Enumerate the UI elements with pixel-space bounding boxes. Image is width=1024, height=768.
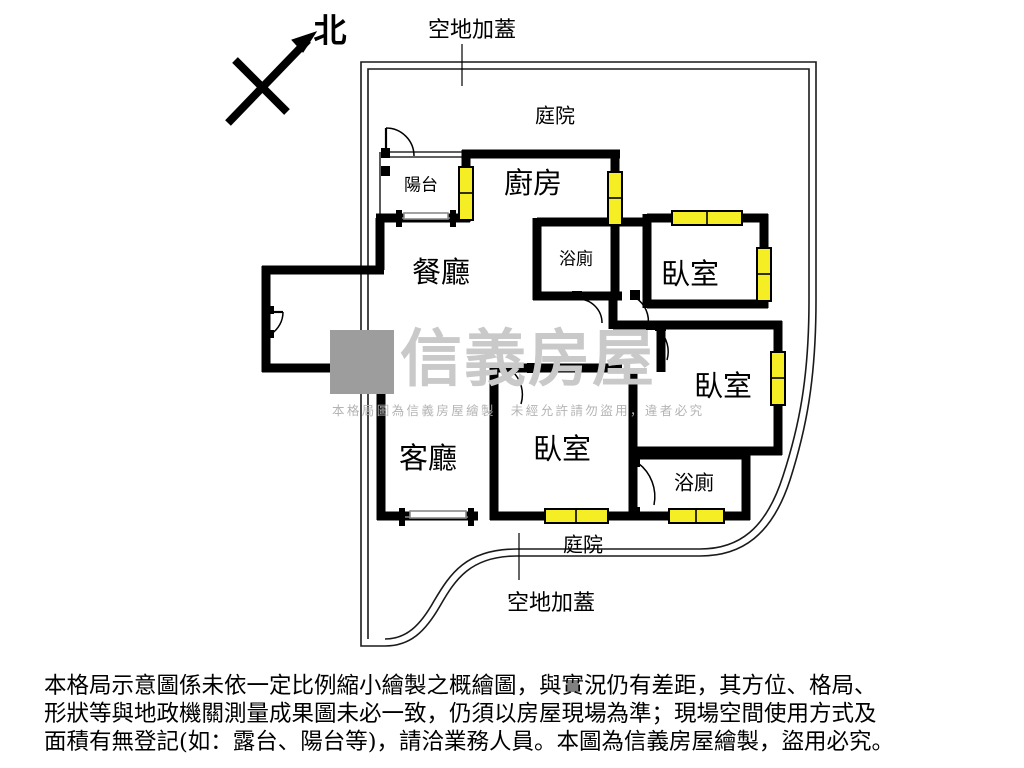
door-bath-upper [572,291,603,324]
walls-group [261,149,783,521]
north-arrow-group [225,31,318,126]
disclaimer-line-2: 形狀等與地政機關測量成果圖未必一致，仍須以房屋現場為準；現場空間使用方式及 [44,701,877,727]
door-bedroom3 [506,363,538,405]
windows-group [458,166,786,524]
door-bedroom2 [655,322,669,361]
window-bedroom2-right [770,351,786,406]
room-label-bedroom-1: 臥室 [661,257,719,291]
sliding-doors-group [396,210,474,526]
room-label-bedroom-3: 臥室 [533,432,591,466]
door-balcony [381,127,415,176]
label-courtyard-bottom: 庭院 [563,533,603,557]
window-bathlower-bottom [668,508,725,524]
door-bath-lower [629,458,656,517]
disclaimer-block: 本格局示意圖係未依一定比例縮小繪製之概繪圖，與實況仍有差距，其方位、格局、 形狀… [44,672,984,756]
north-label: 北 [314,11,347,50]
window-bedroom1-top [671,210,743,226]
outer-boundary-outer [360,61,817,647]
label-structure-top: 空地加蓋 [428,18,516,43]
room-label-bath-upper: 浴廁 [559,249,593,270]
room-label-bedroom-2: 臥室 [694,369,752,403]
north-arrow-cross [232,57,290,115]
room-label-living: 客廳 [399,441,457,475]
window-bedroom1-right [756,247,772,302]
label-courtyard-top: 庭院 [535,104,575,128]
label-structure-bottom: 空地加蓋 [507,591,595,616]
doors-group [263,127,669,517]
room-label-kitchen: 廚房 [504,166,562,200]
north-arrow-head [291,31,318,53]
room-label-bath-lower: 浴廁 [674,471,714,495]
window-balcony-kitchen [458,166,474,221]
door-bedroom1 [630,290,658,330]
disclaimer-line-1: 本格局示意圖係未依一定比例縮小繪製之概繪圖，與實況仍有差距，其方位、格局、 [44,673,877,699]
north-arrow-shaft [225,37,311,126]
sliding-door-living [399,508,474,526]
room-label-dining: 餐廳 [412,255,470,289]
room-label-balcony: 陽台 [404,176,438,196]
window-kitchen-right [607,171,623,226]
door-entry [263,306,284,338]
window-bedroom3-bottom [544,508,609,524]
sliding-door-balcony [396,210,456,227]
outer-boundary-group [360,61,817,647]
disclaimer-line-3: 面積有無登記(如：露台、陽台等)，請洽業務人員。本圖為信義房屋繪製，盜用必究。 [44,729,895,755]
outer-boundary-inner [367,68,810,640]
